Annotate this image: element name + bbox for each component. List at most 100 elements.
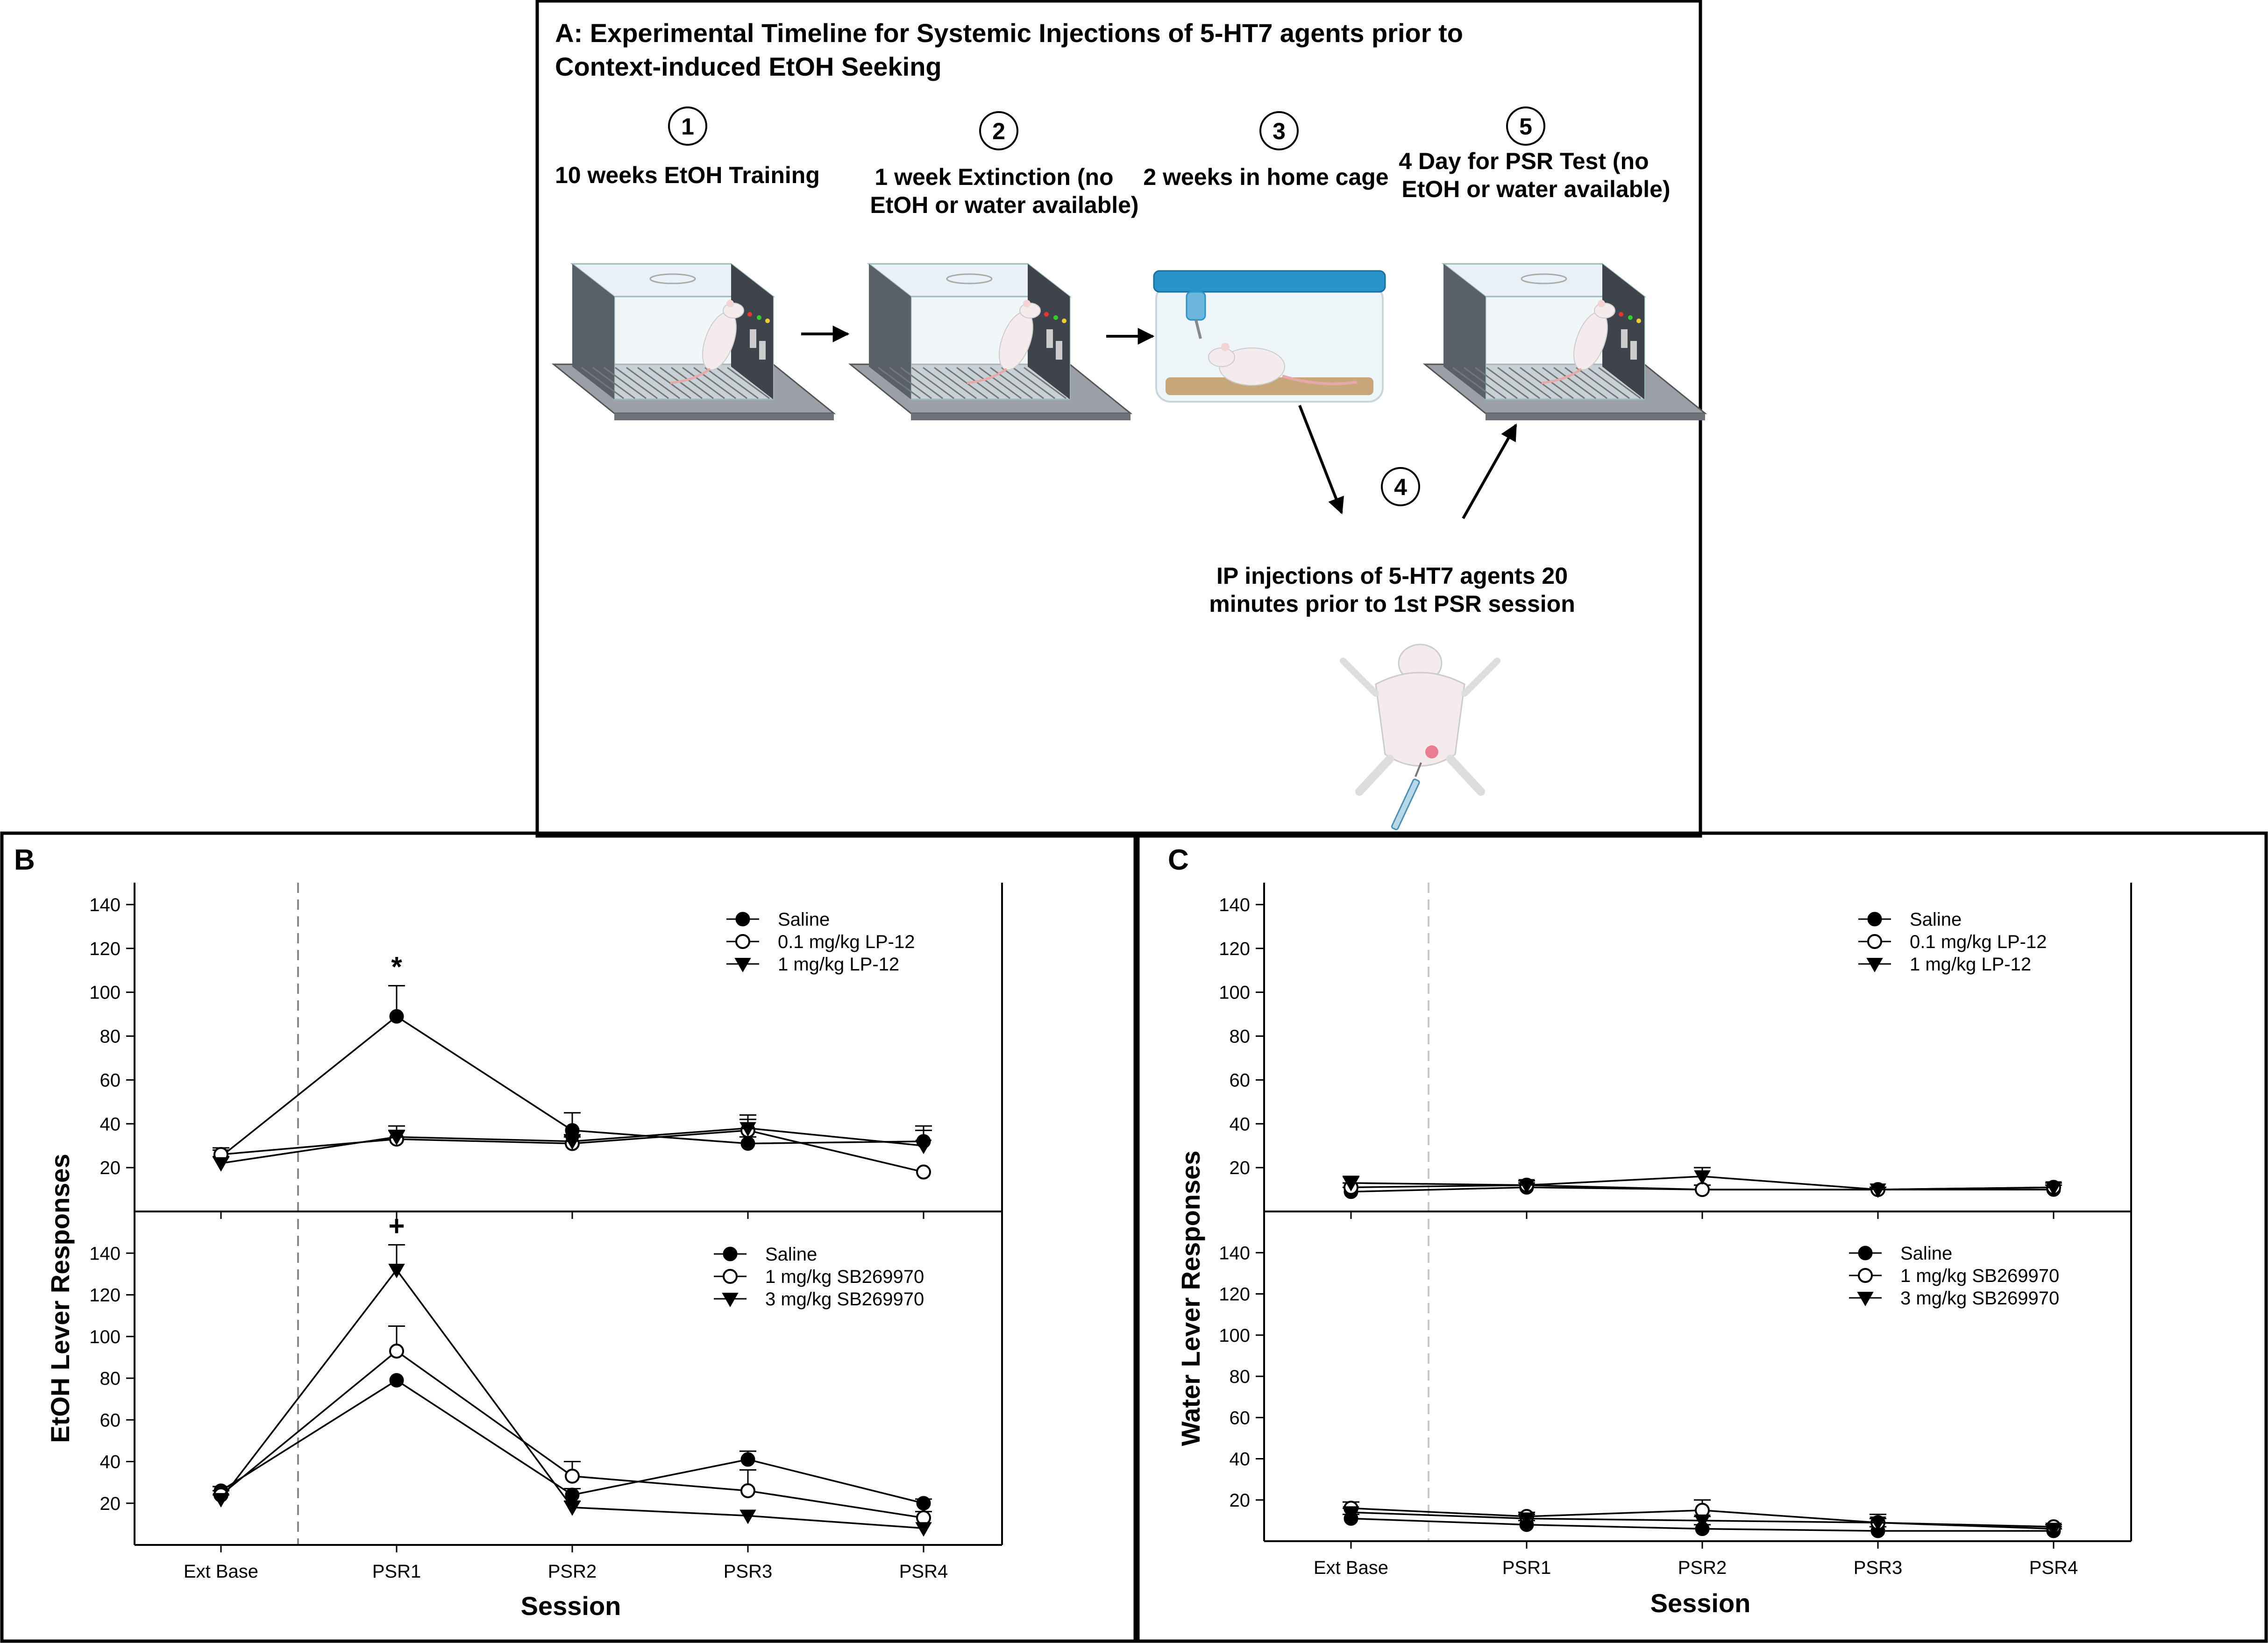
y-tick-label: 80	[1230, 1027, 1251, 1047]
rat-arm	[1340, 658, 1379, 697]
x-tick-label: PSR2	[548, 1561, 597, 1582]
data-point	[1518, 1512, 1535, 1527]
data-point	[1343, 1506, 1359, 1521]
y-tick-label: 120	[1219, 1284, 1250, 1305]
panel-a: A: Experimental Timeline for Systemic In…	[535, 0, 1707, 838]
data-point	[389, 1009, 404, 1024]
grid-bar	[682, 367, 725, 399]
injection-site	[1425, 745, 1438, 758]
rat-body	[1375, 672, 1465, 767]
panel-c-frame	[1133, 831, 2268, 1643]
grid-bar	[1024, 367, 1066, 399]
legend-marker	[735, 912, 750, 927]
cue-light	[1636, 319, 1641, 323]
y-tick-label: 60	[1230, 1070, 1251, 1091]
rat-ear	[1221, 343, 1230, 351]
y-tick-label: 100	[89, 1327, 121, 1347]
step-5: 5 4 Day for PSR Test (no EtOH or water a…	[1399, 106, 1671, 202]
x-tick-label: PSR4	[2029, 1558, 2078, 1578]
grid-bar	[660, 367, 703, 399]
legend-label: Saline	[778, 909, 830, 930]
rat-tail	[1541, 368, 1582, 384]
lid-opening	[649, 273, 696, 284]
grid-bar	[934, 367, 977, 399]
step-3: 3 2 weeks in home cage	[1143, 111, 1389, 190]
step-number: 3	[1273, 118, 1286, 144]
home-cage-icon	[1153, 270, 1386, 403]
data-point	[740, 1483, 755, 1498]
grid-bar	[1598, 367, 1641, 399]
grid-bar	[704, 367, 747, 399]
y-tick-label: 80	[100, 1027, 121, 1047]
chamber-left-wall	[572, 264, 614, 399]
legend-label: 1 mg/kg SB269970	[1900, 1266, 2059, 1286]
y-tick-label: 40	[1230, 1449, 1251, 1470]
step-number-circle	[1259, 111, 1299, 150]
data-point	[915, 1140, 932, 1154]
grid-bar	[626, 367, 669, 399]
bedding	[1166, 377, 1373, 395]
legend-label: 0.1 mg/kg LP-12	[1910, 932, 2047, 952]
significance-marker: *	[391, 951, 402, 983]
legend-label: 1 mg/kg SB269970	[765, 1267, 924, 1287]
y-tick-label: 20	[100, 1494, 121, 1514]
grid-bar	[1508, 367, 1551, 399]
operant-chamber-icon	[551, 263, 836, 420]
data-point	[1343, 1176, 1359, 1192]
legend-marker	[723, 1246, 738, 1261]
x-tick-label: Ext Base	[1314, 1558, 1388, 1578]
data-point	[564, 1135, 581, 1150]
y-tick-label: 20	[100, 1158, 121, 1178]
cue-light	[1044, 312, 1049, 317]
step-number: 4	[1394, 474, 1407, 500]
data-point	[1870, 1183, 1886, 1198]
y-tick-label: 140	[89, 895, 121, 915]
data-point	[739, 1509, 756, 1524]
y-tick-label: 40	[100, 1452, 121, 1473]
grid-bar	[1452, 367, 1495, 399]
cue-light	[1628, 315, 1633, 320]
lever	[759, 341, 766, 360]
panel-a-title-line2: Context-induced EtOH Seeking	[555, 52, 942, 81]
step-label: 1 week Extinction (no	[874, 164, 1113, 190]
cue-light	[757, 315, 761, 320]
panel-b-frame	[0, 831, 1140, 1643]
grid-bar	[648, 367, 691, 399]
lever	[1056, 341, 1062, 360]
y-tick-label: 120	[89, 1285, 121, 1306]
grid-bar	[923, 367, 966, 399]
step-label: 10 weeks EtOH Training	[555, 162, 820, 188]
rat-leg	[1355, 755, 1394, 796]
rat-arm	[1461, 658, 1500, 697]
data-point	[1694, 1170, 1711, 1185]
cue-light	[747, 312, 752, 317]
legend-label: Saline	[765, 1244, 817, 1265]
y-tick-label: 140	[89, 1243, 121, 1264]
data-point	[213, 1493, 229, 1508]
grid-bar	[900, 367, 943, 399]
data-point	[2045, 1181, 2062, 1196]
data-point	[388, 1131, 405, 1146]
y-tick-label: 40	[100, 1114, 121, 1134]
chamber-left-wall	[869, 264, 911, 399]
step-number: 5	[1519, 113, 1532, 140]
cue-light	[1619, 312, 1623, 317]
data-point	[1695, 1182, 1710, 1197]
y-axis-label: Water Lever Responses	[1176, 1151, 1205, 1446]
syringe	[1391, 779, 1420, 830]
y-tick-label: 120	[1219, 939, 1250, 959]
y-tick-label: 100	[1219, 1325, 1250, 1346]
data-point	[916, 1164, 931, 1180]
lever	[750, 329, 756, 348]
step-label: 2 weeks in home cage	[1143, 164, 1388, 190]
panel-b: B EtOH Lever Responses Session 204060801…	[0, 831, 1140, 1643]
step-label: 4 Day for PSR Test (no	[1399, 148, 1649, 174]
grid-bar	[967, 367, 1010, 399]
legend-label: Saline	[1900, 1243, 1952, 1264]
y-tick-label: 80	[1230, 1367, 1251, 1387]
grid-bar	[1576, 367, 1619, 399]
bottle-spout	[1194, 319, 1202, 339]
step-2: 2 1 week Extinction (no EtOH or water av…	[870, 111, 1139, 218]
